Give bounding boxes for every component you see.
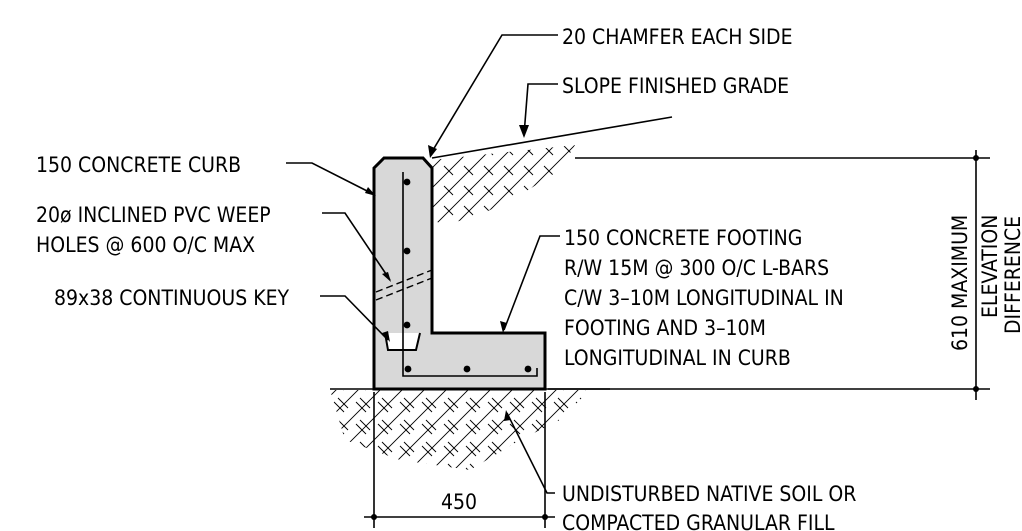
- chamfer-label: 20 CHAMFER EACH SIDE: [562, 25, 793, 49]
- weep-label-line1: 20ø INCLINED PVC WEEP: [36, 203, 271, 227]
- leader-arrowheads: [365, 125, 529, 421]
- elevation-label-line2: ELEVATION: [978, 215, 1002, 318]
- footing-label-line2: R/W 15M @ 300 O/C L-BARS: [564, 256, 829, 280]
- concrete-curb-footing: [372, 156, 547, 391]
- soil-label-line2: COMPACTED GRANULAR FILL: [562, 511, 835, 531]
- leader-lines: [286, 34, 560, 494]
- finished-grade-line: [431, 116, 673, 159]
- l-bar-rebar: [402, 172, 538, 377]
- footing-label-line4: FOOTING AND 3–10M: [564, 316, 766, 340]
- slope-label: SLOPE FINISHED GRADE: [562, 74, 789, 98]
- footing-label-line3: C/W 3–10M LONGITUDINAL IN: [564, 286, 844, 310]
- weep-label-line2: HOLES @ 600 O/C MAX: [36, 233, 255, 257]
- elevation-label-line1: 610 MAXIMUM: [948, 215, 972, 351]
- footing-label-line1: 150 CONCRETE FOOTING: [564, 226, 802, 250]
- elevation-dimension: [548, 150, 990, 400]
- width-dimension-label: 450: [441, 490, 477, 514]
- width-dimension: [364, 392, 555, 528]
- key-label: 89x38 CONTINUOUS KEY: [54, 286, 290, 310]
- weep-hole: [375, 269, 433, 301]
- longitudinal-rebar-dots: [403, 178, 532, 373]
- soil-label-line1: UNDISTURBED NATIVE SOIL OR: [562, 482, 856, 506]
- curb-label: 150 CONCRETE CURB: [36, 153, 241, 177]
- elevation-label-line3: DIFFERENCE: [1001, 216, 1022, 334]
- slope-backfill-hatch: [432, 145, 575, 225]
- native-soil-hatch: [330, 390, 590, 470]
- footing-label-line5: LONGITUDINAL IN CURB: [564, 346, 791, 370]
